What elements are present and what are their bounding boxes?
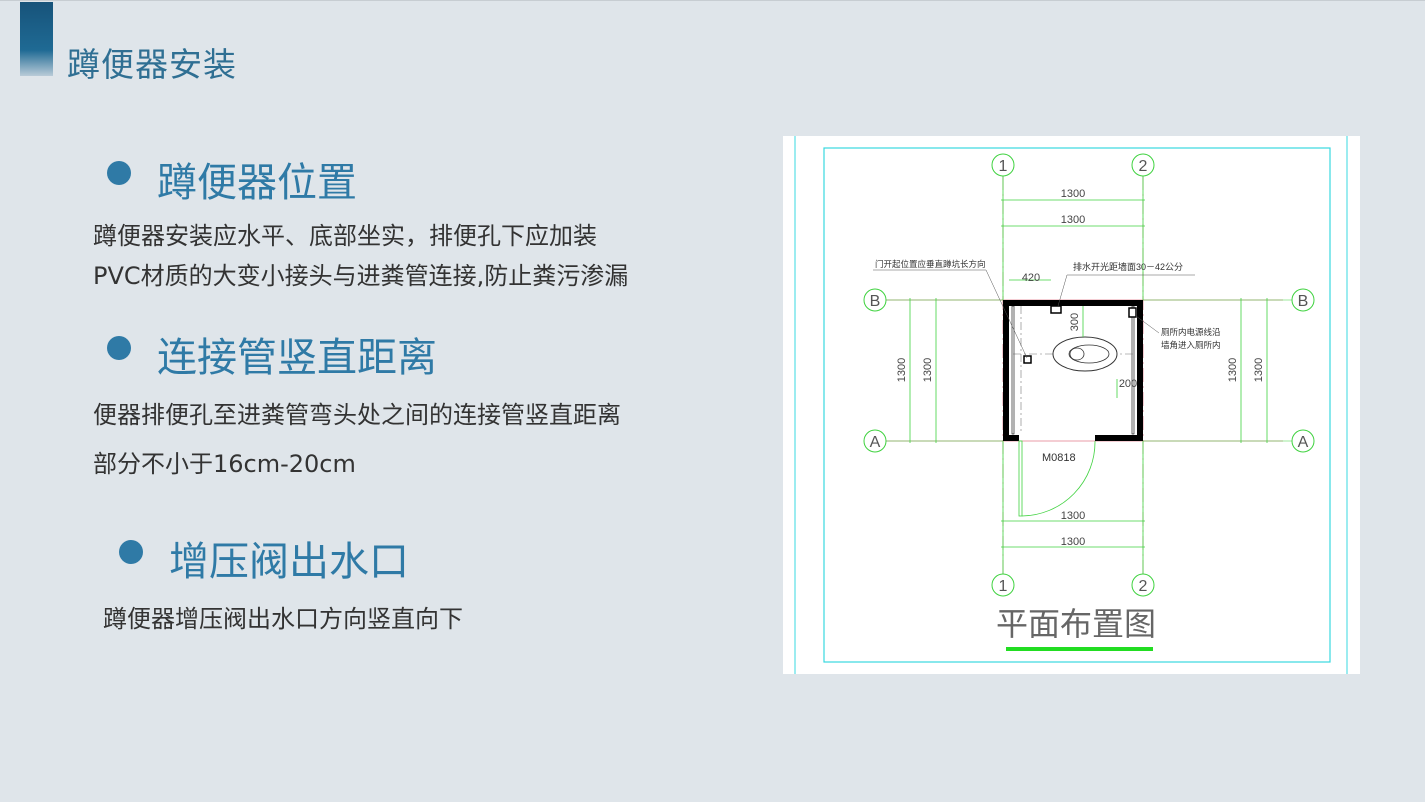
dim-text: 300 bbox=[1069, 313, 1081, 331]
door-label: M0818 bbox=[1042, 452, 1076, 464]
svg-text:A: A bbox=[1298, 434, 1309, 451]
note-drain-distance: 排水开光距墙面30－42公分 bbox=[1073, 261, 1183, 272]
dim-text: 1300 bbox=[922, 358, 934, 382]
section-text: 部分不小于16cm-20cm bbox=[93, 450, 356, 478]
dim-text: 1300 bbox=[1061, 510, 1085, 522]
dim-text: 1300 bbox=[1227, 358, 1239, 382]
axis-bubble-left-a: A bbox=[863, 429, 887, 453]
svg-text:1: 1 bbox=[999, 578, 1008, 595]
note-wire-line2: 墙角进入厕所内 bbox=[1161, 340, 1221, 350]
section-heading: 连接管竖直距离 bbox=[157, 335, 437, 381]
squat-toilet-symbol bbox=[1052, 336, 1118, 372]
door-swing bbox=[1018, 440, 1096, 517]
bullet-icon bbox=[119, 540, 143, 564]
floor-plan-drawing: 1 2 1300 1300 B B A A bbox=[783, 136, 1360, 674]
section-text: 蹲便器安装应水平、底部坐实，排便孔下应加装 bbox=[93, 222, 597, 250]
note-door-direction: 门开起位置应垂直蹲坑长方向 bbox=[875, 259, 986, 269]
toilet-room-walls bbox=[1003, 300, 1143, 441]
axis-bubble-top-1: 1 bbox=[991, 153, 1015, 177]
leader-line bbox=[1057, 274, 1068, 307]
dim-text: 1300 bbox=[1253, 358, 1265, 382]
svg-text:B: B bbox=[1298, 293, 1309, 310]
axis-bubble-top-2: 2 bbox=[1131, 153, 1155, 177]
leader-line bbox=[1135, 315, 1160, 334]
dim-text: 200 bbox=[1119, 378, 1137, 390]
dim-text: 1300 bbox=[1061, 536, 1085, 548]
section-heading: 蹲便器位置 bbox=[157, 160, 357, 206]
section-heading: 增压阀出水口 bbox=[169, 539, 409, 585]
plan-caption: 平面布置图 bbox=[996, 605, 1156, 643]
axis-bubble-right-b: B bbox=[1291, 288, 1315, 312]
title-accent-bar bbox=[20, 2, 53, 76]
svg-text:1: 1 bbox=[999, 158, 1008, 175]
svg-text:2: 2 bbox=[1139, 578, 1148, 595]
section-text: 蹲便器增压阀出水口方向竖直向下 bbox=[103, 605, 463, 633]
section-text: PVC材质的大变小接头与进粪管连接,防止粪污渗漏 bbox=[93, 262, 629, 290]
section-text: 便器排便孔至进粪管弯头处之间的连接管竖直距离 bbox=[93, 401, 621, 429]
dim-text: 1300 bbox=[896, 358, 908, 382]
axis-bubble-bottom-1: 1 bbox=[991, 573, 1015, 597]
axis-bubble-left-b: B bbox=[863, 288, 887, 312]
top-border bbox=[0, 0, 1425, 1]
axis-bubble-bottom-2: 2 bbox=[1131, 573, 1155, 597]
svg-text:2: 2 bbox=[1139, 158, 1148, 175]
leader-line bbox=[985, 269, 1028, 359]
bullet-icon bbox=[107, 336, 131, 360]
svg-text:B: B bbox=[870, 293, 881, 310]
svg-text:A: A bbox=[870, 434, 881, 451]
note-wire-line1: 厕所内电源线沿 bbox=[1161, 327, 1221, 337]
dim-text: 420 bbox=[1022, 272, 1040, 284]
caption-underline bbox=[1006, 647, 1153, 651]
drawing-frame bbox=[823, 147, 1331, 663]
page-title: 蹲便器安装 bbox=[67, 45, 237, 84]
dim-text: 1300 bbox=[1061, 214, 1085, 226]
axis-bubble-right-a: A bbox=[1291, 429, 1315, 453]
bullet-icon bbox=[107, 161, 131, 185]
dim-text: 1300 bbox=[1061, 188, 1085, 200]
